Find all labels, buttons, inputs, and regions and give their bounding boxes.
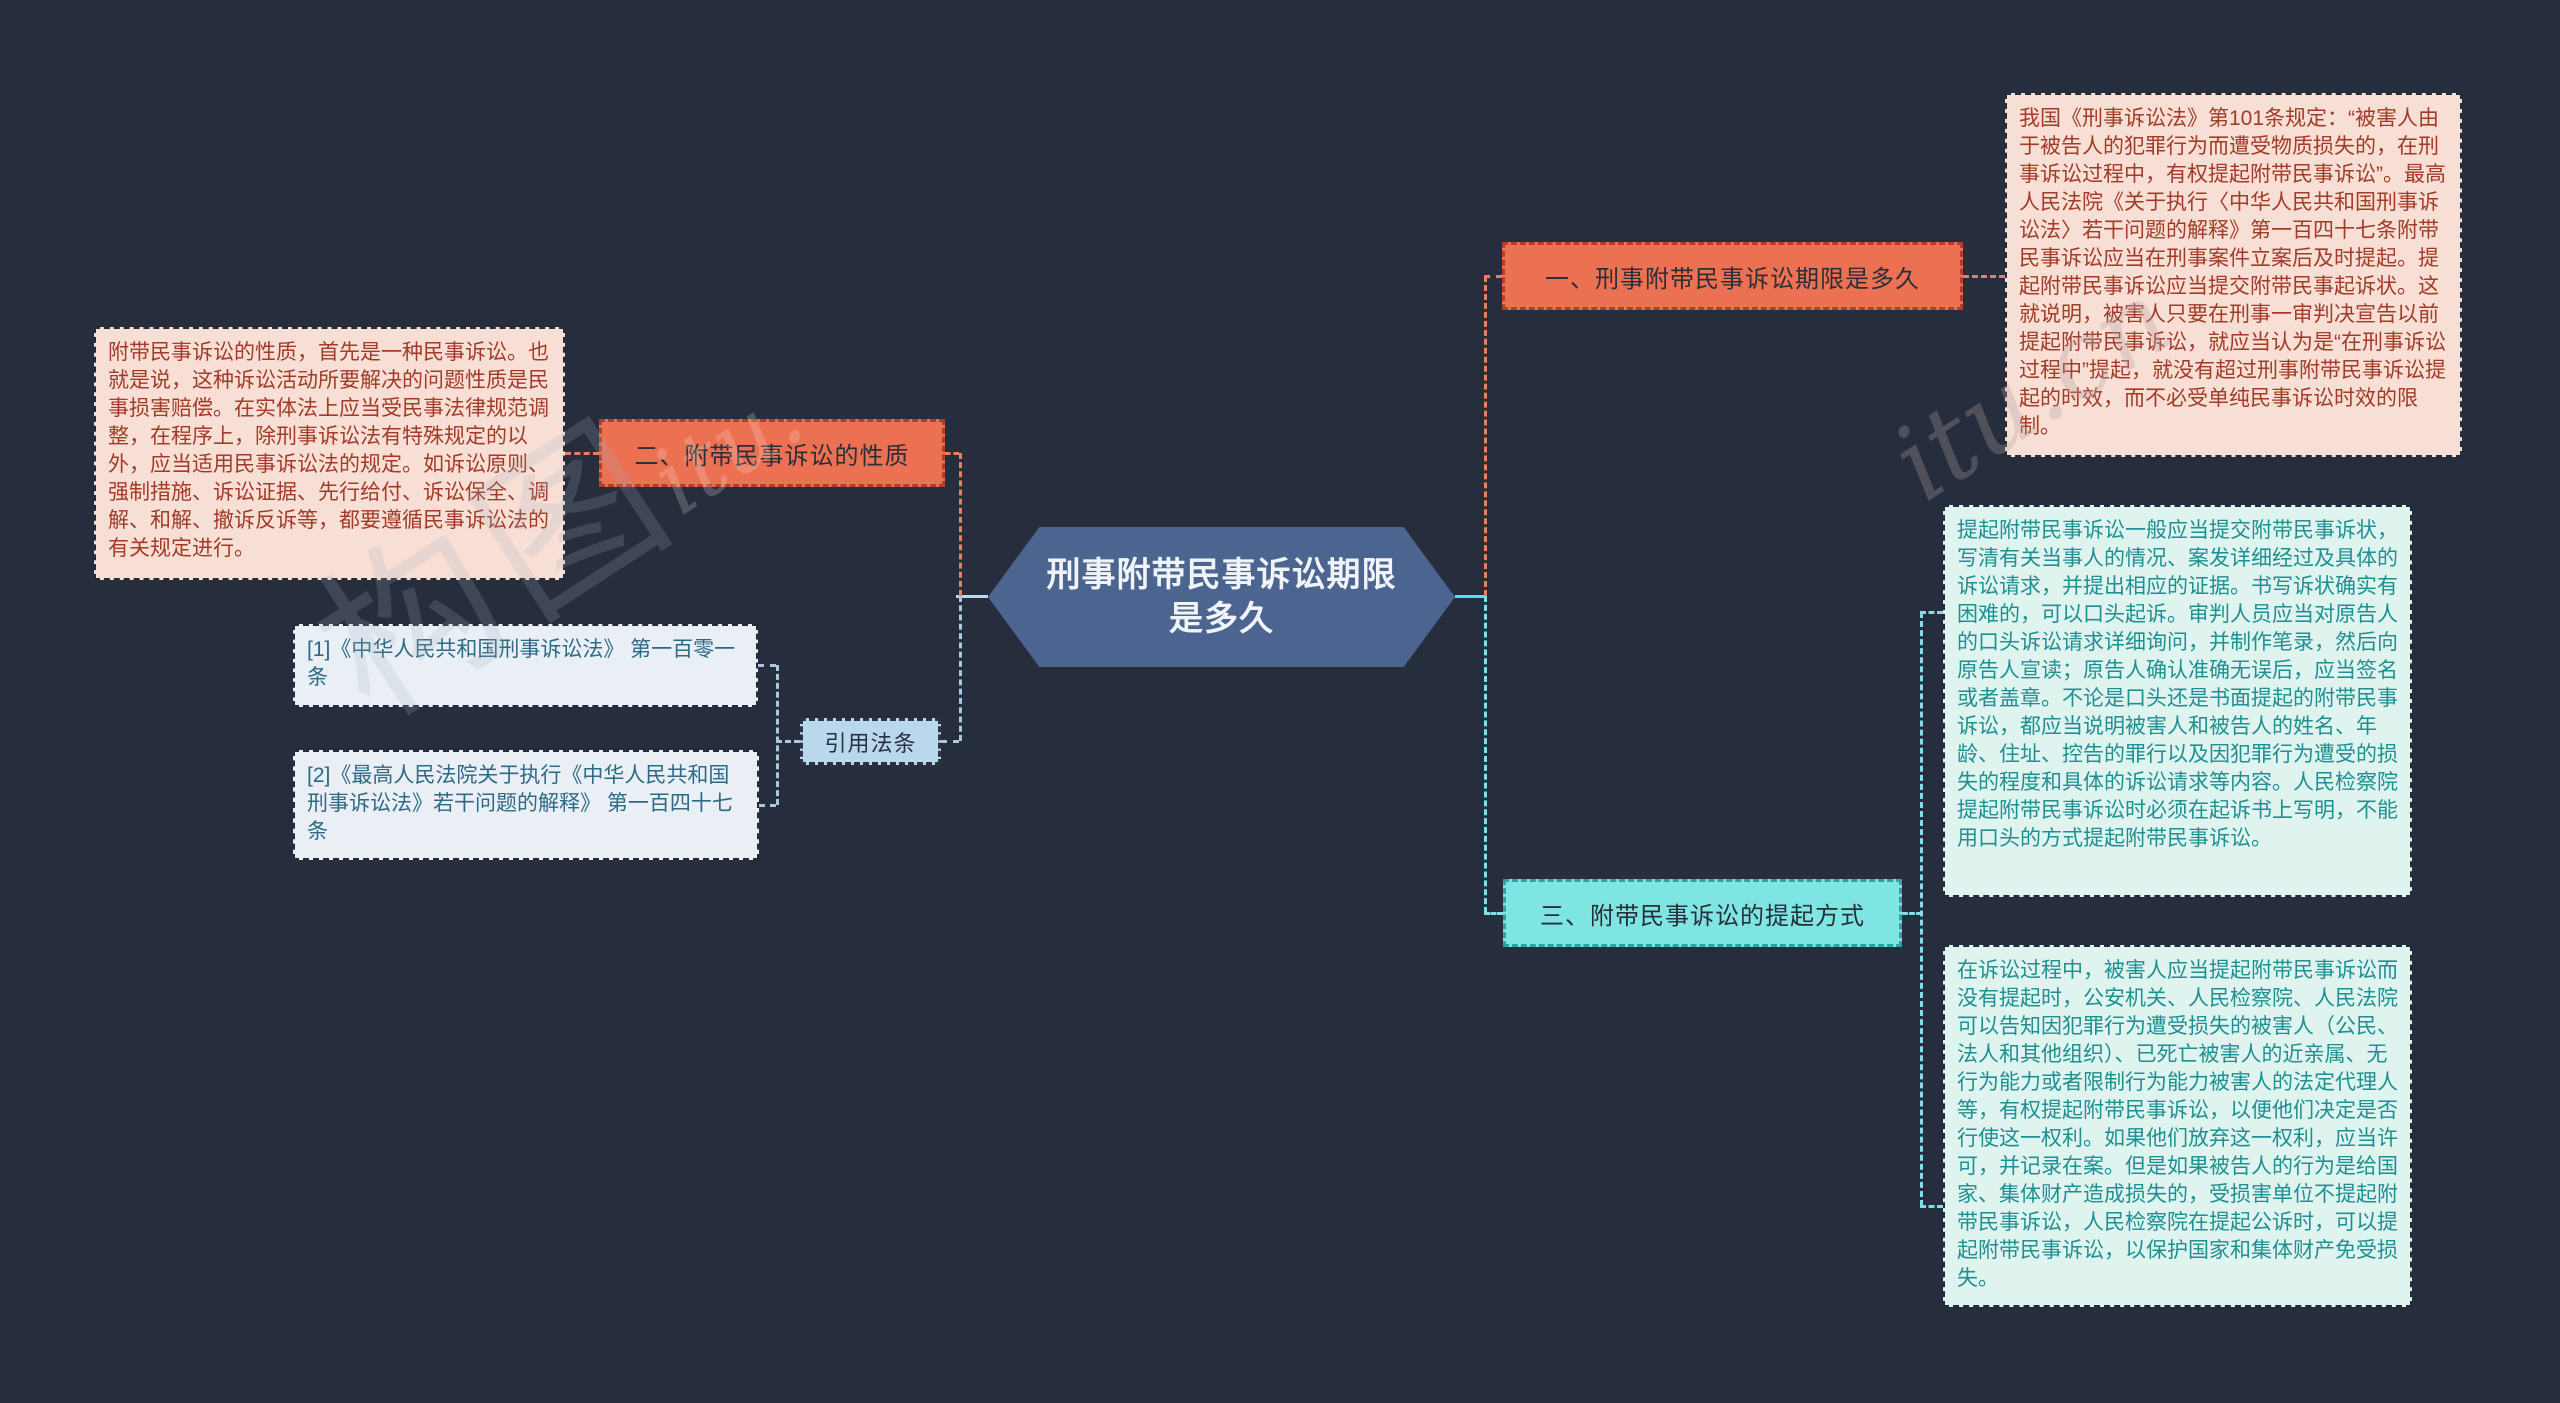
branch1-note-text: 我国《刑事诉讼法》第101条规定：“被害人由于被告人的犯罪行为而遭受物质损失的，… xyxy=(2019,107,2446,438)
branch2-note-text: 附带民事诉讼的性质，首先是一种民事诉讼。也就是说，这种诉讼活动所要解决的问题性质… xyxy=(108,341,549,560)
branch3-label: 三、附带民事诉讼的提起方式 xyxy=(1540,902,1865,930)
branch3-note2-text: 在诉讼过程中，被害人应当提起附带民事诉讼而没有提起时，公安机关、人民检察院、人民… xyxy=(1957,959,2398,1290)
connector-left-vertical-blue xyxy=(959,596,962,741)
branch3-note1-text: 提起附带民事诉讼一般应当提交附带民事诉状，写清有关当事人的情况、案发详细经过及具… xyxy=(1957,519,2398,850)
citation2-text: [2]《最高人民法院关于执行《中华人民共和国刑事诉讼法》若干问题的解释》 第一百… xyxy=(307,764,733,843)
connector-citations-stub xyxy=(776,740,800,743)
branch3-node[interactable]: 三、附带民事诉讼的提起方式 xyxy=(1503,879,1902,947)
connector-citation1-stub xyxy=(758,664,776,667)
branch1-node[interactable]: 一、刑事附带民事诉讼期限是多久 xyxy=(1502,242,1963,310)
connector-stub-branch1 xyxy=(1484,275,1502,278)
connector-stub-branch2 xyxy=(945,452,959,455)
connector-stub-citations xyxy=(941,740,959,743)
connector-center-left-solid xyxy=(956,595,988,598)
connector-branch3-note1-stub xyxy=(1920,611,1943,614)
central-topic-node[interactable]: 刑事附带民事诉讼期限是多久 xyxy=(988,527,1455,667)
connector-stub-branch3 xyxy=(1484,912,1503,915)
connector-branch1-note xyxy=(1963,275,2005,278)
central-topic-label: 刑事附带民事诉讼期限是多久 xyxy=(1046,555,1397,638)
connector-right-vertical-cyan xyxy=(1484,596,1487,913)
branch2-node[interactable]: 二、附带民事诉讼的性质 xyxy=(599,419,945,487)
branch3-note2-box[interactable]: 在诉讼过程中，被害人应当提起附带民事诉讼而没有提起时，公安机关、人民检察院、人民… xyxy=(1943,945,2412,1307)
branch3-note1-box[interactable]: 提起附带民事诉讼一般应当提交附带民事诉状，写清有关当事人的情况、案发详细经过及具… xyxy=(1943,505,2412,897)
connector-branch3-vertical xyxy=(1920,612,1923,1206)
connector-left-vertical-salmon xyxy=(959,453,962,596)
connector-branch3-right-stub xyxy=(1902,912,1922,915)
citation1-box[interactable]: [1]《中华人民共和国刑事诉讼法》 第一百零一条 xyxy=(293,624,758,707)
connector-center-right-solid xyxy=(1455,595,1486,598)
connector-citation2-stub xyxy=(759,804,776,807)
citations-label: 引用法条 xyxy=(824,730,917,756)
branch1-note-box[interactable]: 我国《刑事诉讼法》第101条规定：“被害人由于被告人的犯罪行为而遭受物质损失的，… xyxy=(2005,93,2462,457)
connector-right-vertical-salmon xyxy=(1484,276,1487,596)
citations-node[interactable]: 引用法条 xyxy=(800,718,941,765)
branch2-note-box[interactable]: 附带民事诉讼的性质，首先是一种民事诉讼。也就是说，这种诉讼活动所要解决的问题性质… xyxy=(94,327,565,580)
connector-branch3-note2-stub xyxy=(1920,1205,1943,1208)
connector-branch2-note xyxy=(565,452,599,455)
citation2-box[interactable]: [2]《最高人民法院关于执行《中华人民共和国刑事诉讼法》若干问题的解释》 第一百… xyxy=(293,750,759,860)
branch2-label: 二、附带民事诉讼的性质 xyxy=(634,442,910,470)
branch1-label: 一、刑事附带民事诉讼期限是多久 xyxy=(1545,265,1920,293)
connector-citations-vertical xyxy=(776,665,779,805)
citation1-text: [1]《中华人民共和国刑事诉讼法》 第一百零一条 xyxy=(307,638,736,689)
